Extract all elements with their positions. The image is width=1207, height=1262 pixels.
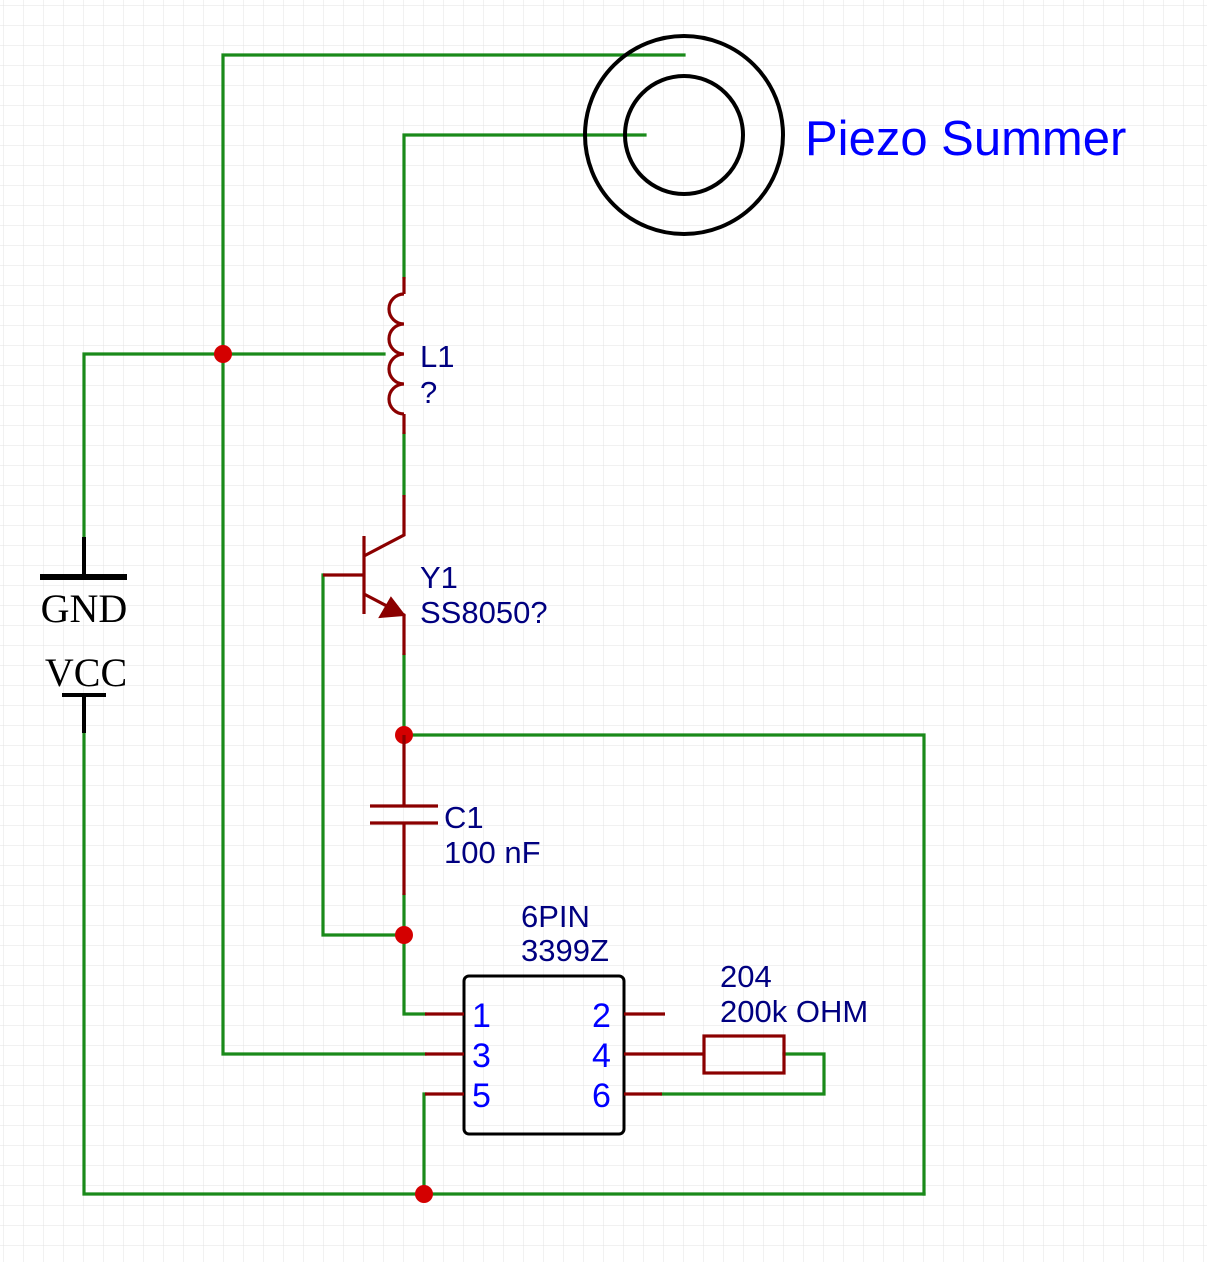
- wire-vcc-bottom: [82, 731, 926, 1196]
- ic-pin-2: 2: [592, 997, 611, 1035]
- resistor-ref: 204: [720, 959, 772, 994]
- ic-pin-5: 5: [472, 1077, 491, 1115]
- transistor-collector: [363, 495, 406, 558]
- wire-gnd-drop: [82, 352, 225, 539]
- wires: [82, 53, 926, 1196]
- gnd-label: GND: [41, 586, 128, 631]
- junction-cap-base: [395, 926, 413, 944]
- resistor-200k: 204 200k OHM: [702, 959, 868, 1075]
- gnd-symbol: GND: [40, 537, 127, 631]
- piezo-inner-ring: [623, 74, 745, 196]
- wire-gnd-outer-loop: [221, 53, 686, 1056]
- capacitor-ref: C1: [444, 800, 484, 835]
- transistor-emitter-arrow: [378, 596, 406, 619]
- wire-piezo-inner: [402, 133, 647, 279]
- ic-pin-3: 3: [472, 1037, 491, 1075]
- ic-pin-1: 1: [472, 997, 491, 1035]
- inductor-coil: [387, 292, 405, 416]
- wire-resistor-loop: [660, 1052, 826, 1096]
- inductor-ref: L1: [420, 339, 454, 374]
- wire-pin5: [422, 1092, 427, 1196]
- ic-3399z: 1 2 3 4 5 6 6PIN 3399Z: [425, 899, 704, 1136]
- junction-vcc: [415, 1185, 433, 1203]
- ic-pin-4: 4: [592, 1037, 611, 1075]
- junction-gnd: [214, 345, 232, 363]
- ic-ref: 6PIN: [521, 899, 590, 934]
- capacitor-c1: C1 100 nF: [370, 735, 541, 895]
- wire-node-to-right: [402, 733, 926, 1196]
- ic-pin-6: 6: [592, 1077, 611, 1115]
- piezo-outer-ring: [583, 34, 785, 236]
- transistor-y1: Y1 SS8050?: [323, 495, 548, 655]
- resistor-value: 200k OHM: [720, 994, 868, 1029]
- piezo-buzzer: Piezo Summer: [583, 34, 1126, 236]
- resistor-body: [702, 1034, 786, 1075]
- capacitor-value: 100 nF: [444, 835, 541, 870]
- transistor-value: SS8050?: [420, 595, 548, 630]
- inductor-l1: L1 ?: [387, 277, 454, 434]
- wire-base-feedback: [321, 573, 406, 937]
- transistor-ref: Y1: [420, 560, 458, 595]
- inductor-value: ?: [420, 375, 437, 410]
- ic-value: 3399Z: [521, 933, 609, 968]
- vcc-symbol: VCC: [45, 650, 127, 733]
- piezo-label: Piezo Summer: [805, 112, 1126, 166]
- junctions: [214, 345, 433, 1203]
- vcc-label: VCC: [45, 650, 127, 695]
